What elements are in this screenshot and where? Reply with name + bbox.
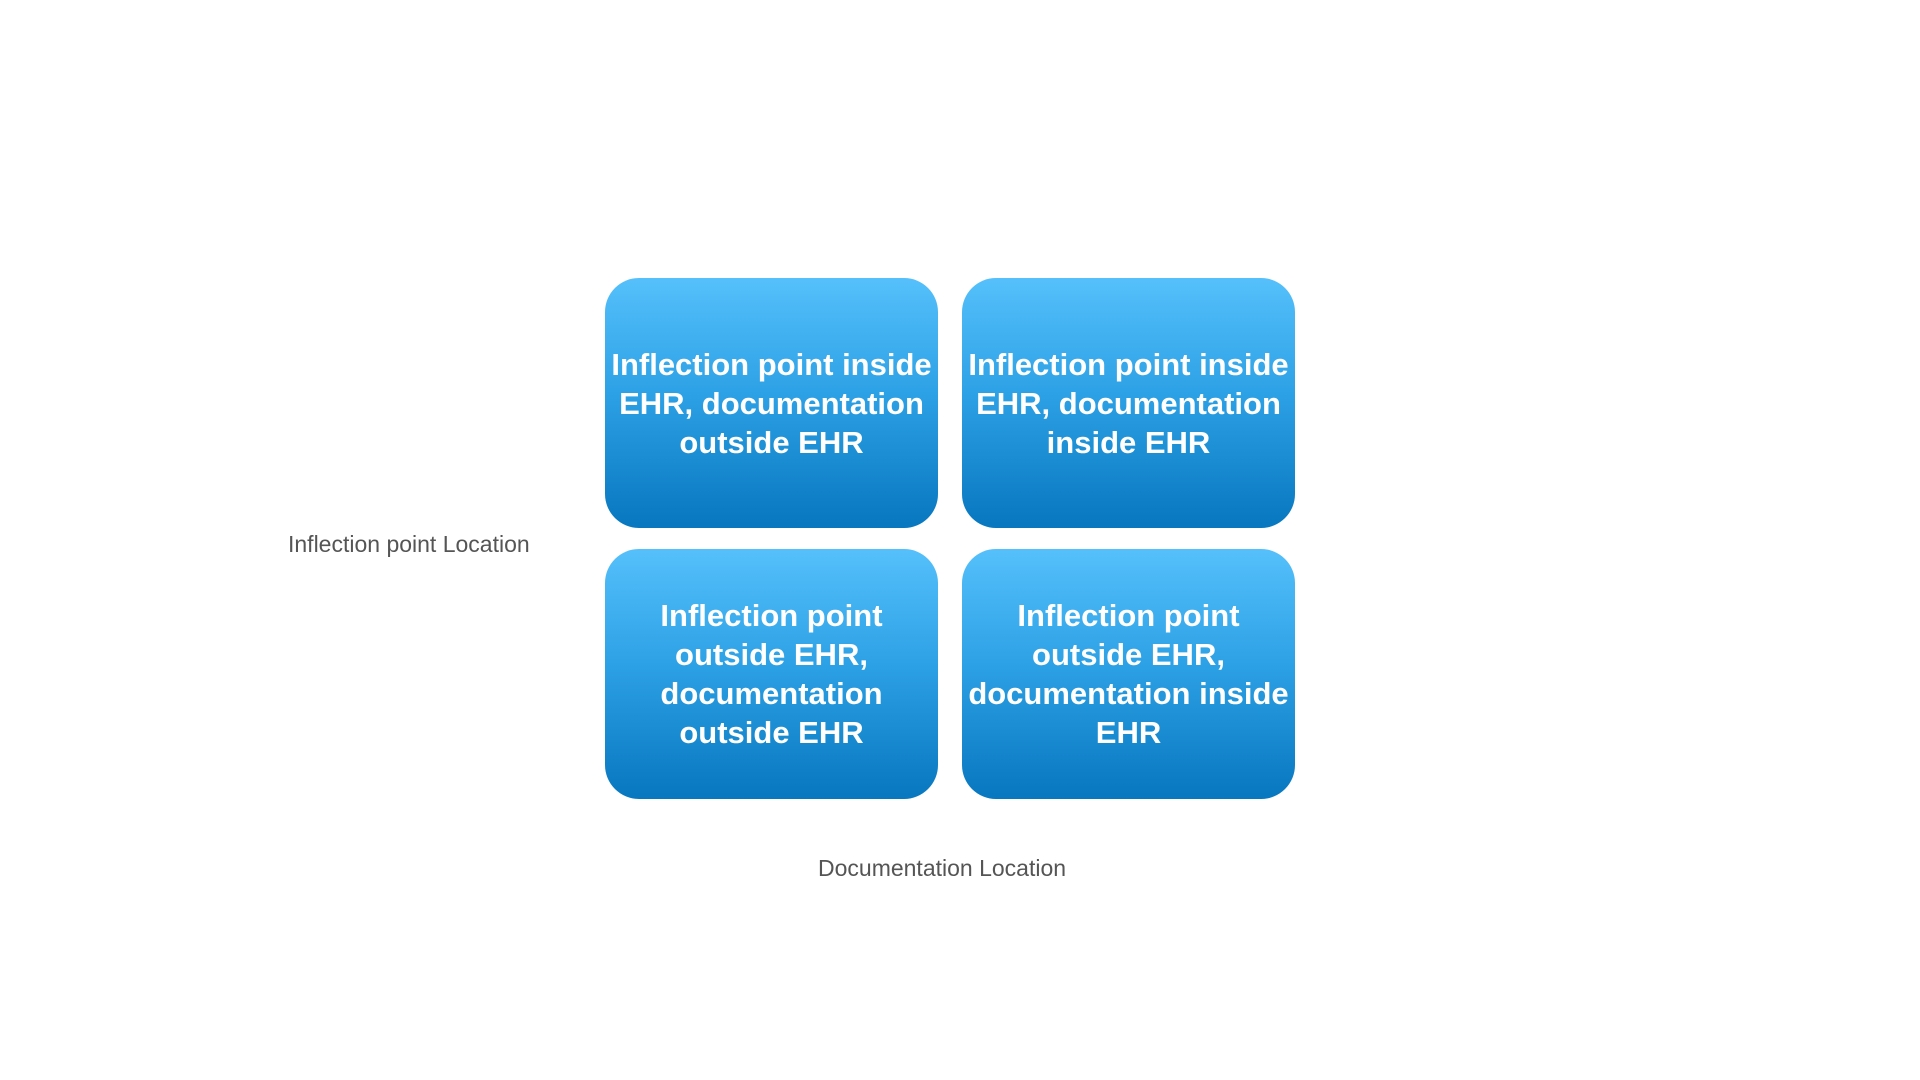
quadrant-top-right: Inflection point inside EHR, documentati… xyxy=(962,278,1295,528)
quadrant-top-left-label: Inflection point inside EHR, documentati… xyxy=(611,346,932,460)
quadrant-top-right-label: Inflection point inside EHR, documentati… xyxy=(968,346,1289,460)
quadrant-bottom-right: Inflection point outside EHR, documentat… xyxy=(962,549,1295,799)
y-axis-label: Inflection point Location xyxy=(288,531,530,557)
quadrant-bottom-left-label: Inflection point outside EHR, documentat… xyxy=(660,598,883,750)
quadrant-top-left: Inflection point inside EHR, documentati… xyxy=(605,278,938,528)
x-axis-label: Documentation Location xyxy=(818,855,1067,881)
quadrant-bottom-left: Inflection point outside EHR, documentat… xyxy=(605,549,938,799)
quadrant-bottom-right-label: Inflection point outside EHR, documentat… xyxy=(968,598,1289,750)
